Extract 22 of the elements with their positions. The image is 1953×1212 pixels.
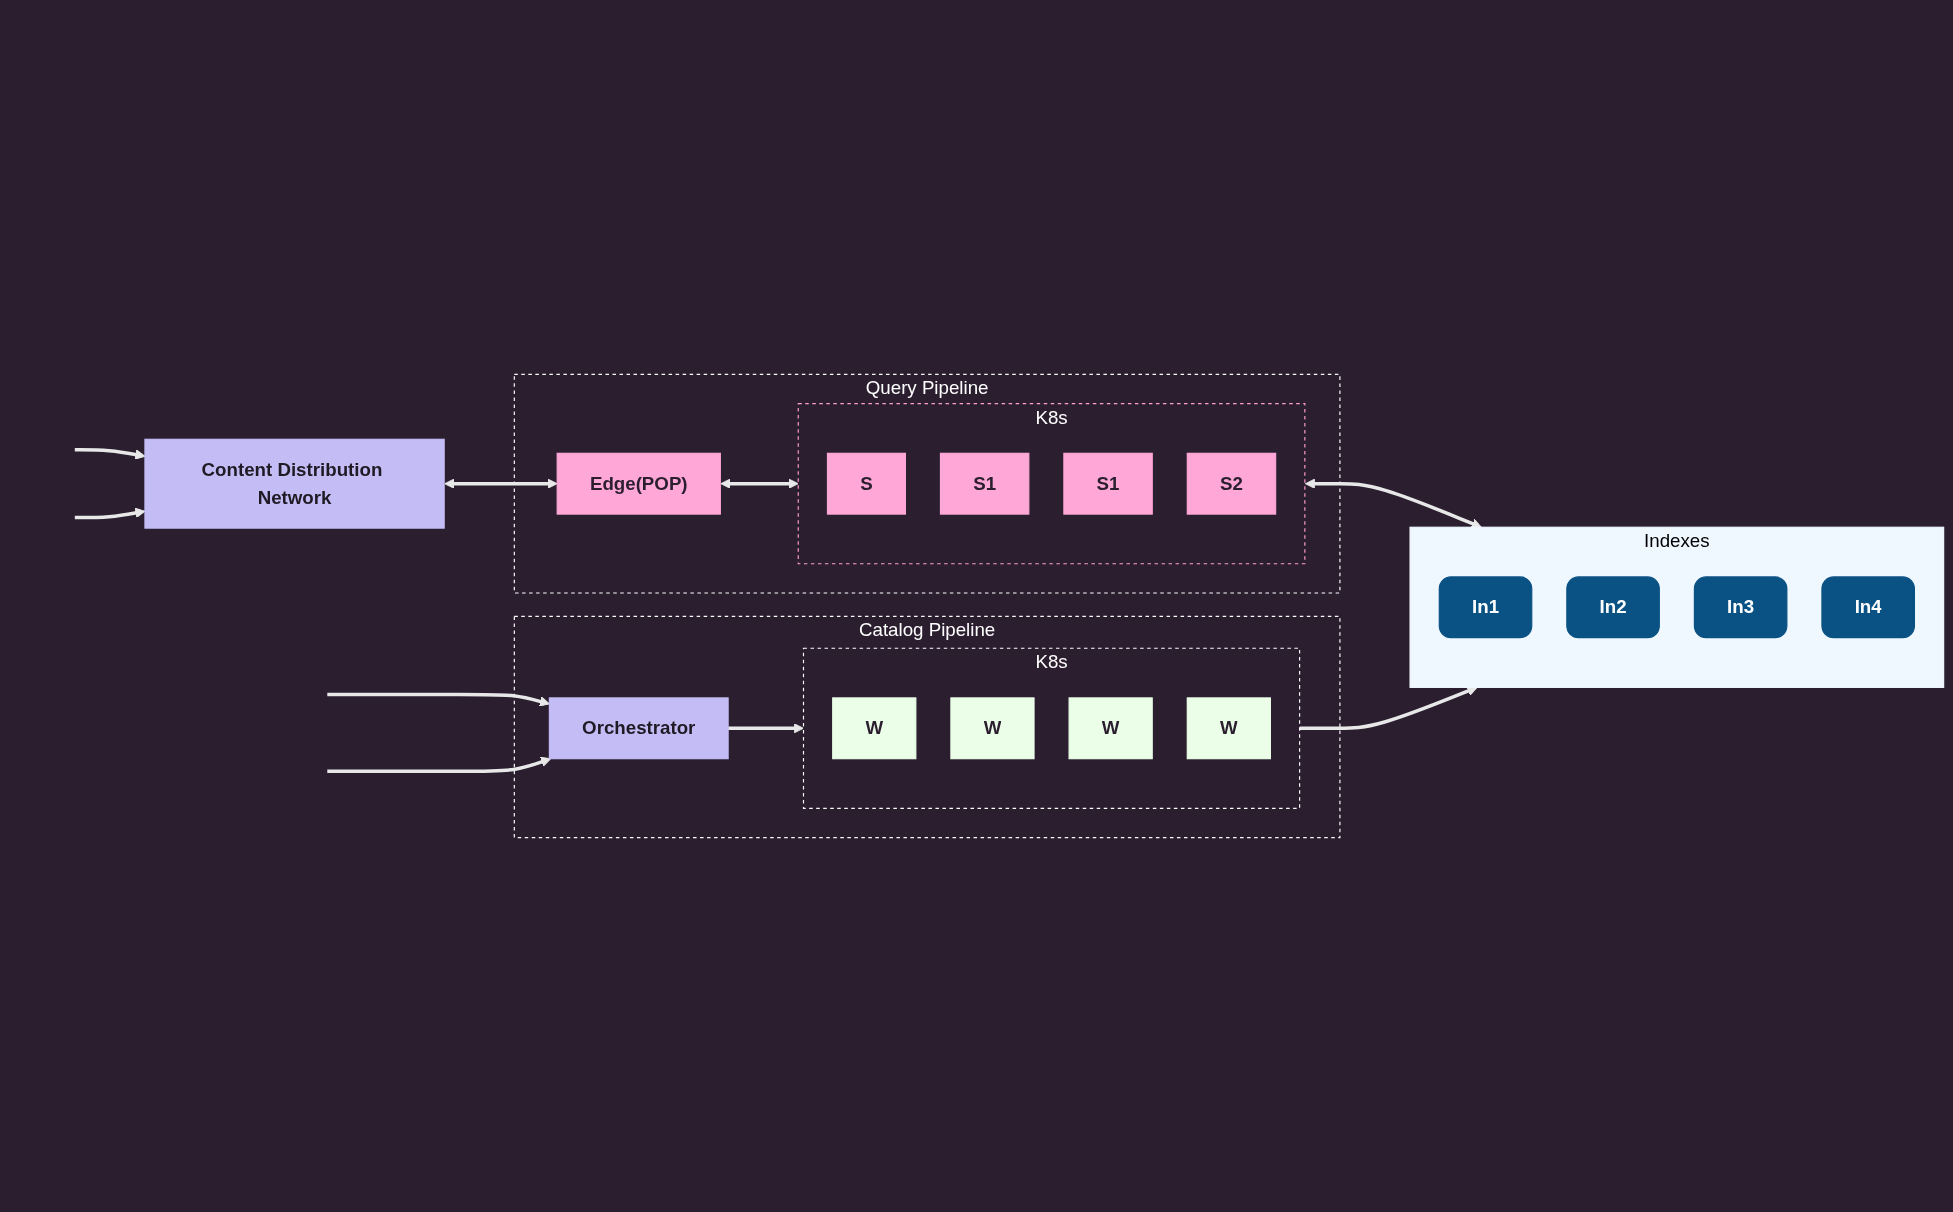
arrow [720,478,799,489]
node-box: S1 [939,452,1030,515]
node-box: Edge(POP) [556,452,721,515]
arrow [327,692,550,707]
arrow [444,478,558,489]
node-box: S1 [1063,452,1153,515]
node-box: Orchestrator [548,697,729,760]
arrow [327,756,552,773]
node-box: In2 [1566,576,1660,639]
node-box: W [832,697,917,760]
node-box: S [826,452,906,515]
arrow [728,723,804,734]
node-box: S2 [1186,452,1277,515]
node-box: In3 [1693,576,1788,639]
node-box: In1 [1438,576,1533,639]
arrow [1304,478,1482,529]
node-box: W [1186,697,1271,760]
node-box: Content Distribution Network [144,438,445,529]
arrow [1299,686,1478,731]
node-box: W [1068,697,1153,760]
node-box: W [950,697,1035,760]
node-box: In4 [1821,576,1915,639]
